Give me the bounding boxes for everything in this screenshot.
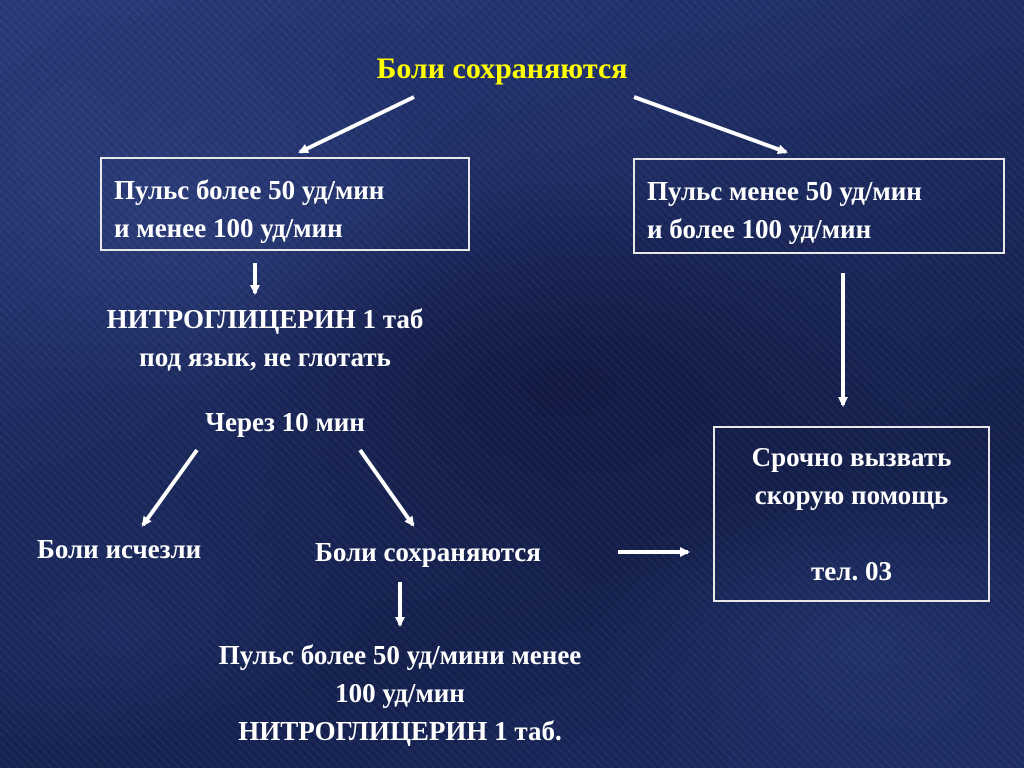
repeat-step-line2: 100 уд/мин <box>335 678 465 708</box>
nitro-step: НИТРОГЛИЦЕРИН 1 таб под язык, не глотать <box>30 300 500 376</box>
pulse-abnormal-line2: и более 100 уд/мин <box>647 214 872 244</box>
diagram-title: Боли сохраняются <box>376 52 628 85</box>
ambulance-line1: Срочно вызвать <box>751 442 952 472</box>
arrow-title-to-left-box <box>298 95 415 154</box>
arrow-wait-to-pain-persists <box>358 448 415 527</box>
nitro-step-line1: НИТРОГЛИЦЕРИН 1 таб <box>106 304 424 334</box>
pulse-abnormal-box: Пульс менее 50 уд/мин и более 100 уд/мин <box>633 158 1005 254</box>
ambulance-line2: скорую помощь <box>754 480 949 510</box>
pulse-normal-line2: и менее 100 уд/мин <box>114 213 343 243</box>
pulse-abnormal-line1: Пульс менее 50 уд/мин <box>647 176 922 206</box>
repeat-step: Пульс более 50 уд/мини менее 100 уд/мин … <box>90 636 710 750</box>
pulse-normal-box: Пульс более 50 уд/мин и менее 100 уд/мин <box>100 157 470 251</box>
pain-persists-label: Боли сохраняются <box>315 537 541 567</box>
nitro-step-line2: под язык, не глотать <box>139 342 391 372</box>
repeat-step-line1: Пульс более 50 уд/мини менее <box>218 640 582 670</box>
ambulance-spacer <box>715 514 988 552</box>
ambulance-box: Срочно вызвать скорую помощь тел. 03 <box>713 426 990 602</box>
pulse-normal-line1: Пульс более 50 уд/мин <box>114 175 385 205</box>
wait-label: Через 10 мин <box>205 407 365 437</box>
arrow-title-to-right-box <box>633 95 788 154</box>
pain-gone-label: Боли исчезли <box>37 534 202 564</box>
ambulance-phone: тел. 03 <box>811 556 892 586</box>
arrow-wait-to-pain-gone <box>141 448 199 527</box>
repeat-step-line3: НИТРОГЛИЦЕРИН 1 таб. <box>238 716 562 746</box>
